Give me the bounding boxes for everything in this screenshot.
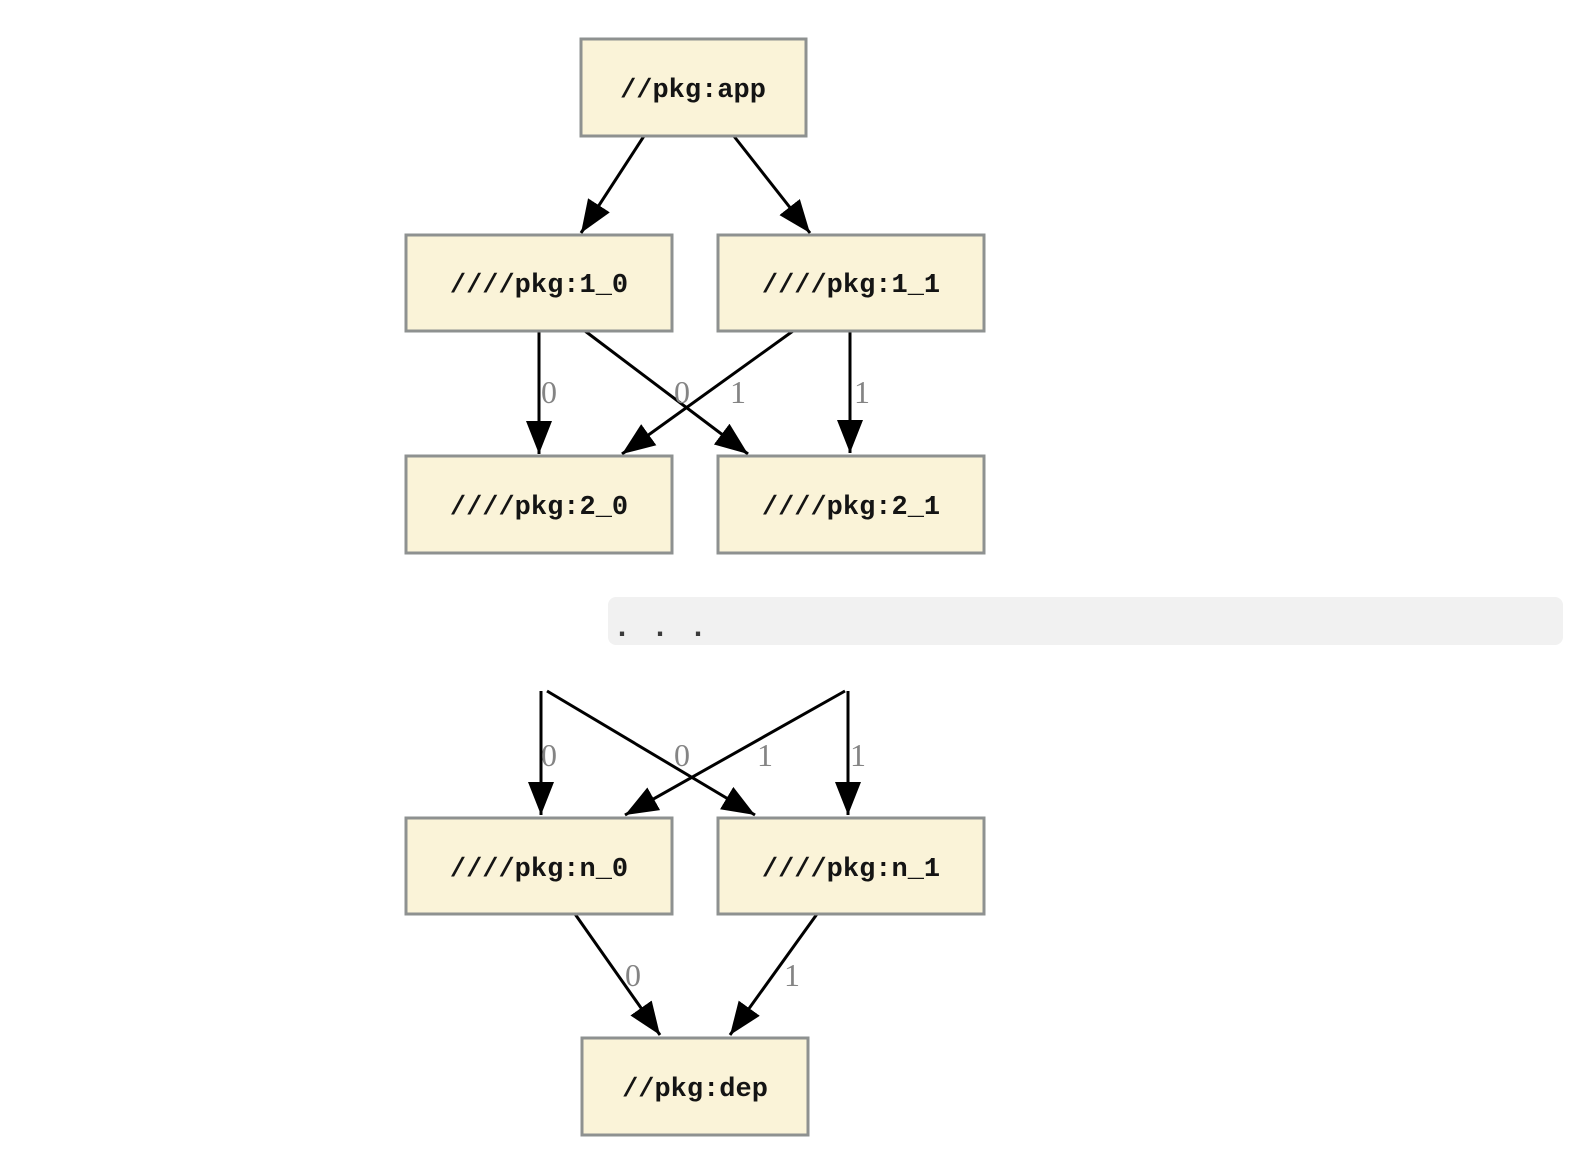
node-pkg1_1-label: ////pkg:1_1 bbox=[762, 271, 940, 301]
edge-label-prev0-to-pkgn_1: 1 bbox=[757, 737, 773, 773]
node-pkgn_0-label: ////pkg:n_0 bbox=[450, 855, 628, 885]
node-app-box bbox=[579, 37, 808, 138]
node-pkgn_1-box bbox=[716, 816, 986, 916]
edge-label-prev1-to-pkgn_0: 0 bbox=[674, 737, 690, 773]
edge-label-pkg1_1-to-pkg2_0: 0 bbox=[674, 374, 690, 410]
node-pkg2_0: ////pkg:2_0 bbox=[404, 454, 674, 555]
ellipsis-band bbox=[608, 597, 1563, 645]
edge-app-to-pkg1_1 bbox=[731, 134, 812, 234]
node-pkgn_0-box bbox=[404, 816, 674, 916]
edge-label-pkg1_0-to-pkg2_1: 1 bbox=[730, 374, 746, 410]
node-app-label: //pkg:app bbox=[620, 76, 766, 106]
node-pkg1_0-box bbox=[404, 233, 674, 333]
edge-prev1-to-pkgn_0 bbox=[624, 689, 846, 817]
node-dep: //pkg:dep bbox=[580, 1036, 810, 1137]
edge-label-prev1-to-pkgn_1: 1 bbox=[850, 737, 866, 773]
edge-label-prev0-to-pkgn_0: 0 bbox=[541, 737, 557, 773]
node-pkg2_1-box bbox=[716, 454, 986, 555]
node-pkg2_1-label: ////pkg:2_1 bbox=[762, 493, 940, 523]
node-pkg1_0: ////pkg:1_0 bbox=[404, 233, 674, 333]
ellipsis-dots: . . . bbox=[613, 612, 708, 646]
node-dep-box bbox=[580, 1036, 810, 1137]
node-pkgn_1-label: ////pkg:n_1 bbox=[762, 855, 940, 885]
node-pkg2_1: ////pkg:2_1 bbox=[716, 454, 986, 555]
edge-app-to-pkg1_0 bbox=[579, 135, 646, 234]
edge-pkg1_0-to-pkg2_1 bbox=[584, 329, 749, 456]
edge-label-pkg1_1-to-pkg2_1: 1 bbox=[854, 374, 870, 410]
node-pkgn_1: ////pkg:n_1 bbox=[716, 816, 986, 916]
edge-label-pkgn_1-to-dep: 1 bbox=[784, 957, 800, 993]
node-pkg1_1: ////pkg:1_1 bbox=[716, 233, 986, 333]
edge-prev0-to-pkgn_1 bbox=[546, 689, 756, 817]
edge-label-pkg1_0-to-pkg2_0: 0 bbox=[541, 374, 557, 410]
node-dep-label: //pkg:dep bbox=[622, 1075, 768, 1105]
node-pkg1_0-label: ////pkg:1_0 bbox=[450, 271, 628, 301]
edge-pkg1_1-to-pkg2_0 bbox=[621, 329, 794, 456]
edge-pkgn_0-to-dep bbox=[573, 913, 662, 1036]
node-pkg2_0-box bbox=[404, 454, 674, 555]
node-pkg2_0-label: ////pkg:2_0 bbox=[450, 493, 628, 523]
edge-pkgn_1-to-dep bbox=[728, 913, 819, 1036]
node-pkgn_0: ////pkg:n_0 bbox=[404, 816, 674, 916]
node-app: //pkg:app bbox=[579, 37, 808, 138]
node-pkg1_1-box bbox=[716, 233, 986, 333]
edge-label-pkgn_0-to-dep: 0 bbox=[625, 957, 641, 993]
